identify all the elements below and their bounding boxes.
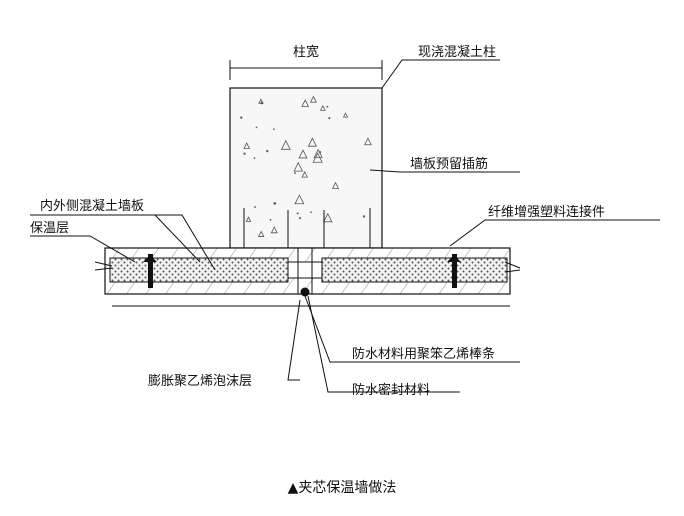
eps-foam-layer-label: 膨胀聚乙烯泡沫层 <box>148 374 252 389</box>
inner-outer-panel-label: 内外侧混凝土墙板 <box>40 198 144 214</box>
aggregate-mark <box>342 112 349 118</box>
aggregate-mark <box>273 128 275 131</box>
aggregate-mark <box>266 149 269 153</box>
aggregate-mark <box>331 181 340 189</box>
aggregate-mark <box>255 126 258 129</box>
aggregate-mark <box>318 151 322 154</box>
pe-rod-label: 防水材料用聚笨乙烯棒条 <box>352 346 495 362</box>
figure-caption: ▲夹芯保温墙做法 <box>288 480 397 496</box>
pe-rod <box>300 287 310 297</box>
frp-connector-left <box>143 254 157 288</box>
aggregate-mark <box>253 157 256 160</box>
aggregate-mark <box>362 215 366 218</box>
aggregate-mark <box>312 152 323 163</box>
aggregate-mark <box>309 95 317 103</box>
concrete-column <box>229 87 383 258</box>
aggregate-mark <box>269 218 272 221</box>
aggregate-mark <box>313 148 323 158</box>
cast-concrete-column-label: 现浇混凝土柱 <box>418 44 496 60</box>
fiber-connector-label: 纤维增强塑料连接件 <box>488 204 605 220</box>
aggregate-mark <box>254 206 256 209</box>
column-width-label: 柱宽 <box>293 44 319 60</box>
sealant-label: 防水密封材料 <box>352 382 430 398</box>
aggregate-mark <box>294 194 305 205</box>
aggregate-mark <box>293 161 304 172</box>
aggregate-mark <box>270 226 278 234</box>
aggregate-mark <box>258 98 264 104</box>
aggregate-mark <box>296 212 299 215</box>
aggregate-mark <box>294 172 296 175</box>
column-aggregate-marks <box>240 95 372 237</box>
aggregate-mark <box>298 217 302 220</box>
insulation-layer-label: 保温层 <box>30 221 69 236</box>
aggregate-mark <box>301 171 308 178</box>
aggregate-mark <box>301 99 310 107</box>
aggregate-mark <box>273 201 277 205</box>
aggregate-mark <box>257 230 265 237</box>
aggregate-mark <box>243 142 251 149</box>
aggregate-mark <box>364 137 372 146</box>
sandwich-wall-panel <box>94 247 521 307</box>
aggregate-mark <box>307 137 317 147</box>
aggregate-mark <box>298 149 308 159</box>
aggregate-mark <box>245 216 252 222</box>
column-width-dimension: 柱宽 <box>229 44 383 80</box>
aggregate-mark <box>319 104 326 111</box>
aggregate-mark <box>326 105 329 108</box>
aggregate-mark <box>280 139 291 150</box>
aggregate-mark <box>310 211 312 214</box>
aggregate-mark <box>328 117 331 120</box>
aggregate-mark <box>323 212 333 223</box>
aggregate-mark <box>243 152 246 155</box>
leader-lines <box>30 59 660 393</box>
aggregate-mark <box>240 116 243 119</box>
wall-panel-rebar-label: 墙板预留插筋 <box>410 156 488 172</box>
frp-connector-right <box>447 254 461 288</box>
